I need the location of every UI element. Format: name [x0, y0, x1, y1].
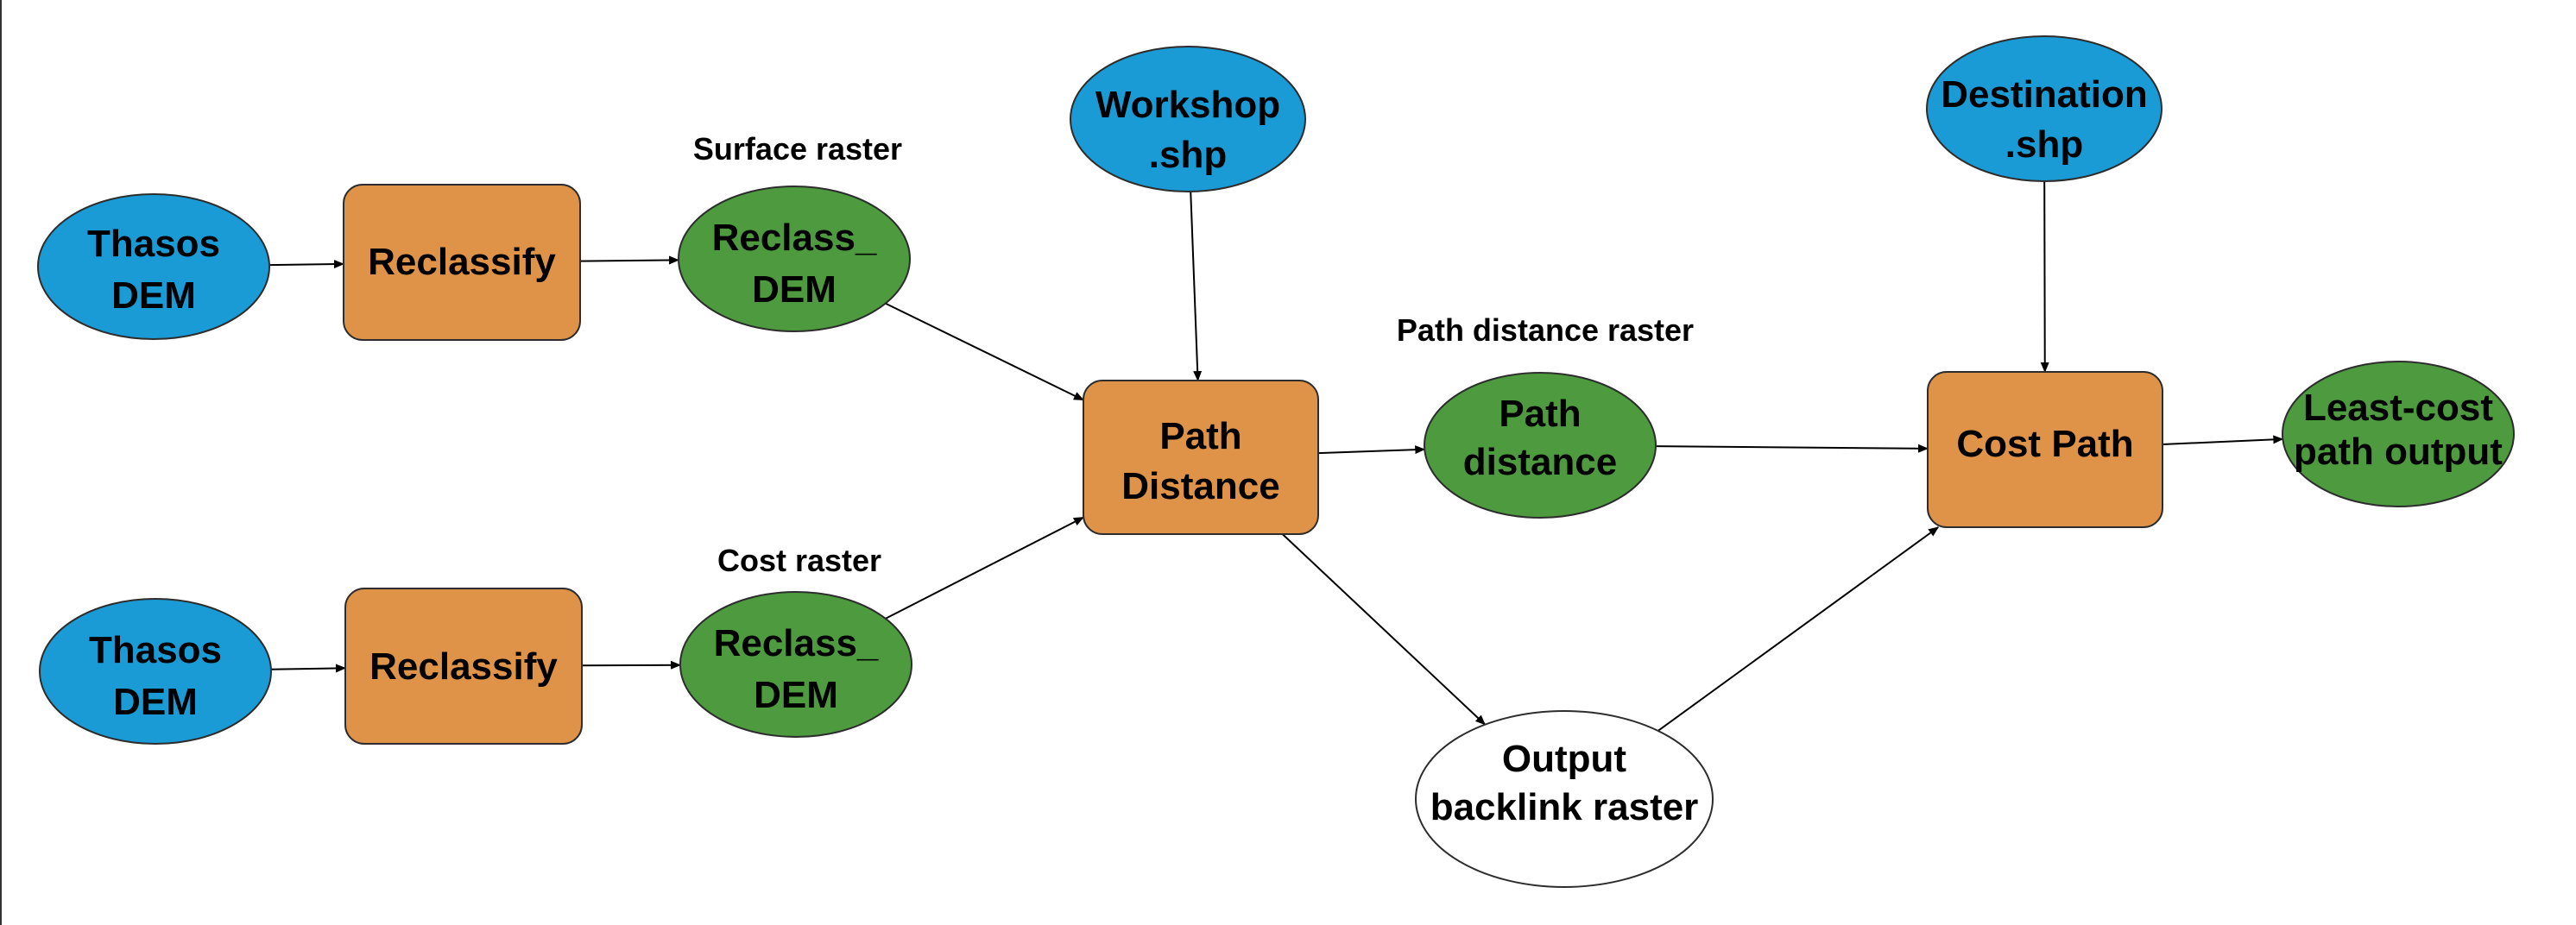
- node-reclassify-1: Reclassify: [343, 184, 581, 341]
- node-label: Thasos: [89, 629, 222, 671]
- node-label: Destination: [1941, 73, 2148, 116]
- node-shape: [344, 588, 583, 745]
- edge-cost_path_tool-to-least_cost_output: [2162, 435, 2284, 446]
- node-label: backlink raster: [1430, 786, 1699, 828]
- node-label: Path: [1159, 415, 1241, 457]
- node-workshop-shp: Workshop .shp: [1070, 46, 1306, 192]
- node-label: distance: [1463, 441, 1618, 483]
- node-thasos-dem-2: Thasos DEM: [39, 598, 272, 745]
- edge-thasos_dem_2-to-reclassify_2: [270, 664, 346, 673]
- node-label: Output: [1502, 738, 1627, 780]
- node-least-cost-path-output: Least-cost path output: [2282, 361, 2515, 507]
- node-shape: [1070, 46, 1306, 192]
- edge-thasos_dem_1-to-reclassify_1: [268, 260, 344, 269]
- node-label: DEM: [754, 674, 838, 716]
- node-label: Reclass_: [714, 622, 879, 664]
- edge-reclassify_1-to-reclass_dem_1: [579, 255, 680, 265]
- edge-output_backlink-to-cost_path_tool: [1657, 526, 1940, 732]
- caption-path-distance-raster: Path distance raster: [1397, 312, 1694, 348]
- edge-destination_shp-to-cost_path_tool: [2040, 180, 2049, 373]
- node-reclassify-2: Reclassify: [344, 588, 583, 745]
- node-label: Reclass_: [712, 217, 877, 259]
- edge-path_distance_tool-to-path_distance_raster: [1317, 445, 1426, 455]
- edge-reclassify_2-to-reclass_dem_2: [581, 660, 682, 670]
- node-output-backlink-raster: Output backlink raster: [1415, 710, 1714, 888]
- node-label: Cost Path: [1956, 423, 2133, 465]
- node-shape: [678, 186, 911, 332]
- edge-path_distance_raster-to-cost_path_tool: [1655, 444, 1929, 453]
- node-label: DEM: [113, 681, 198, 723]
- node-label: DEM: [752, 268, 837, 311]
- node-shape: [39, 598, 272, 745]
- node-label: DEM: [111, 274, 196, 317]
- node-label: .shp: [1149, 134, 1227, 176]
- caption-cost-raster: Cost raster: [717, 543, 881, 578]
- caption-surface-raster: Surface raster: [693, 131, 902, 167]
- node-thasos-dem-1: Thasos DEM: [37, 193, 270, 340]
- node-path-distance-raster: Path distance: [1424, 372, 1657, 519]
- node-cost-path-tool: Cost Path: [1927, 371, 2163, 528]
- node-label: Least-cost: [2303, 387, 2493, 429]
- edge-workshop_shp-to-path_distance_tool: [1190, 191, 1203, 381]
- node-shape: [1415, 710, 1714, 888]
- node-label: Reclassify: [368, 241, 556, 283]
- node-label: path output: [2294, 431, 2503, 473]
- node-label: .shp: [2005, 123, 2083, 166]
- edge-path_distance_tool-to-output_backlink: [1281, 533, 1486, 726]
- node-reclass-dem-1: Reclass_ DEM: [678, 186, 911, 332]
- node-reclass-dem-2: Reclass_ DEM: [679, 591, 912, 738]
- node-destination-shp: Destination .shp: [1926, 35, 2162, 182]
- node-label: Path: [1499, 393, 1581, 435]
- node-shape: [1926, 35, 2162, 182]
- node-label: Workshop: [1095, 84, 1280, 126]
- node-shape: [343, 184, 581, 341]
- node-path-distance-tool: Path Distance: [1083, 380, 1319, 535]
- edge-reclass_dem_1-to-path_distance_tool: [885, 302, 1084, 401]
- node-shape: [1083, 380, 1319, 535]
- node-shape: [37, 193, 270, 340]
- node-shape: [2282, 361, 2515, 507]
- node-label: Thasos: [87, 223, 220, 265]
- node-label: Reclassify: [369, 645, 558, 688]
- edges-group: [268, 180, 2284, 732]
- node-label: Distance: [1121, 465, 1279, 507]
- node-shape: [1927, 371, 2163, 528]
- edge-reclass_dem_2-to-path_distance_tool: [885, 516, 1084, 620]
- node-shape: [679, 591, 912, 738]
- node-shape: [1424, 372, 1657, 519]
